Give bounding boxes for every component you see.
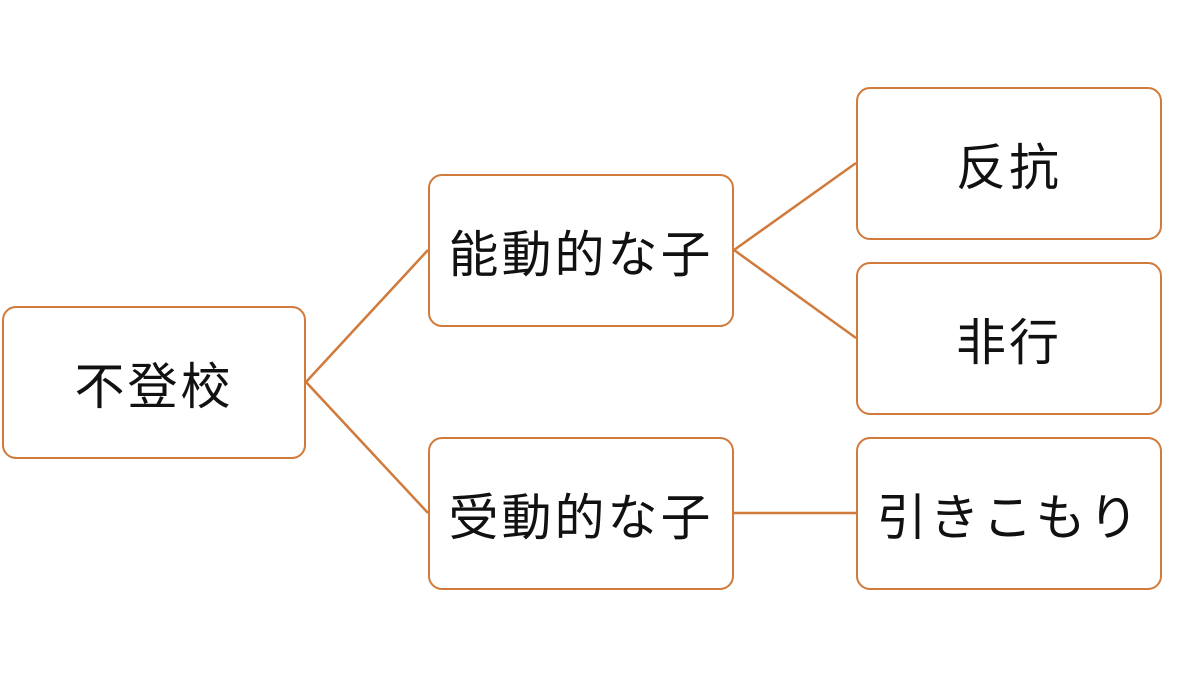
node-withdrawal-label: 引きこもり [876,488,1142,547]
node-withdrawal: 引きこもり [856,437,1162,590]
node-passive-child: 受動的な子 [428,437,734,590]
node-delinquency-label: 非行 [956,313,1062,372]
node-root-label: 不登校 [74,357,234,416]
node-active-child-label: 能動的な子 [448,225,714,284]
node-rebellion-label: 反抗 [956,138,1062,197]
connector-active-rebel [733,161,857,252]
node-passive-child-label: 受動的な子 [448,488,714,547]
connector-root-active [305,249,429,383]
node-delinquency: 非行 [856,262,1162,415]
node-root: 不登校 [2,306,306,459]
connector-root-passive [305,381,429,514]
node-rebellion: 反抗 [856,87,1162,240]
connector-active-delinq [733,248,857,340]
node-active-child: 能動的な子 [428,174,734,327]
